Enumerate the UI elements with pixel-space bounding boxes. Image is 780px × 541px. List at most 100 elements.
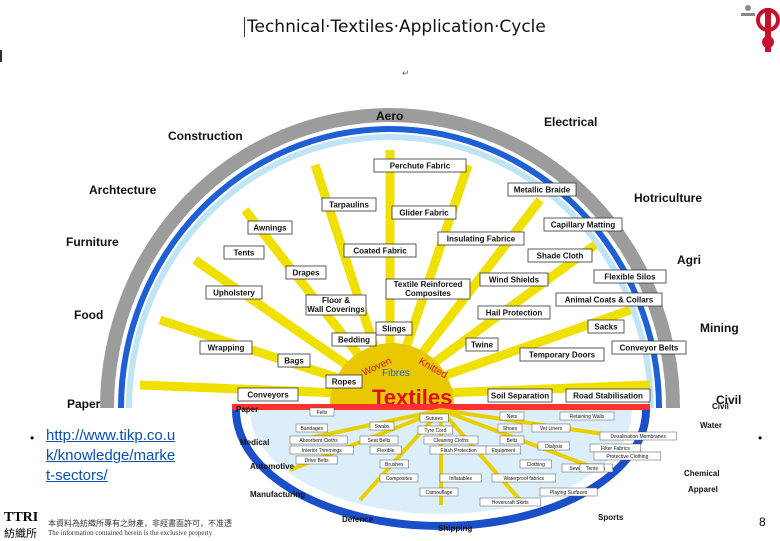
application-label: Conveyors xyxy=(247,391,289,400)
application-box xyxy=(247,220,293,235)
application-label: Flexible Silos xyxy=(604,273,656,282)
application-box xyxy=(479,272,549,287)
application-label: Bedding xyxy=(338,336,370,345)
lower-item-box xyxy=(379,459,409,469)
application-box xyxy=(237,387,299,402)
application-label: Bags xyxy=(284,357,304,366)
application-box xyxy=(205,285,263,300)
application-box xyxy=(343,243,417,258)
lower-sector-label: Defence xyxy=(342,515,374,524)
lower-sector-label: Medical xyxy=(240,438,269,447)
lower-item-label: Hovercraft Skirts xyxy=(492,500,529,506)
application-label: Tarpaulins xyxy=(329,201,369,210)
application-box xyxy=(305,294,367,316)
sector-label: Food xyxy=(74,308,103,322)
lower-item-box xyxy=(599,431,677,441)
application-box xyxy=(385,278,471,300)
lower-item-label: Brushes xyxy=(385,462,404,468)
lower-item-label: Filter Fabrics xyxy=(601,446,630,452)
lower-item-box xyxy=(379,473,419,483)
lower-item-box xyxy=(479,497,541,507)
application-label: Glider Fabric xyxy=(399,209,449,218)
application-label: Conveyor Belts xyxy=(620,344,679,353)
lower-sector-label: Paper xyxy=(236,405,258,414)
lower-item-box xyxy=(593,451,662,461)
lower-item-box xyxy=(369,445,402,455)
application-box xyxy=(507,182,577,197)
lower-item-box xyxy=(295,423,328,433)
application-label: Wind Shields xyxy=(489,276,540,285)
lower-item-label: Flexible xyxy=(377,448,394,454)
lower-item-box xyxy=(531,423,571,433)
application-label: Tents xyxy=(234,249,255,258)
lower-item-label: Swabs xyxy=(374,424,390,430)
application-box xyxy=(391,205,457,220)
lower-item-label: Flash Protection xyxy=(441,448,477,454)
application-box xyxy=(321,197,377,212)
application-label: Soil Separation xyxy=(491,392,549,401)
application-label: Road Stabilisation xyxy=(573,392,643,401)
lower-item-label: Tyre Cord xyxy=(424,428,446,434)
application-label: Awnings xyxy=(253,224,287,233)
application-box xyxy=(325,374,363,389)
lower-item-label: Interior Trimmings xyxy=(302,448,343,454)
lower-item-box xyxy=(369,421,395,431)
left-edge-mark xyxy=(0,50,2,62)
lower-sector-label: Chemical xyxy=(684,469,720,478)
application-label: Ropes xyxy=(332,378,357,387)
lower-item-box xyxy=(289,445,354,455)
application-box xyxy=(375,321,413,336)
bullet-point: • xyxy=(30,431,35,445)
lower-item-label: Nets xyxy=(507,414,518,420)
application-box xyxy=(565,388,651,403)
lower-item-box xyxy=(579,463,605,473)
lower-item-label: Camouflage xyxy=(426,490,453,496)
lower-item-label: Felts xyxy=(317,410,328,416)
lower-item-box xyxy=(559,411,615,421)
lower-item-label: Sutures xyxy=(426,416,444,422)
application-box xyxy=(477,305,551,320)
application-label: Temporary Doors xyxy=(529,351,596,360)
application-box xyxy=(437,231,525,246)
lower-item-box xyxy=(537,441,570,451)
sector-label: Civil xyxy=(716,393,741,407)
sector-label: Aero xyxy=(376,109,403,123)
application-box xyxy=(543,217,623,232)
lower-sector-label: Water xyxy=(700,421,722,430)
lower-item-box xyxy=(485,445,522,455)
lower-item-label: Cleaning Cloths xyxy=(433,438,469,444)
page-number: 8 xyxy=(759,515,766,529)
application-box xyxy=(487,388,553,403)
lower-item-label: Vet Liners xyxy=(540,426,563,432)
lower-item-label: Tents xyxy=(586,466,598,472)
lower-item-label: Belts xyxy=(506,438,518,444)
lower-sector-label: Automotive xyxy=(250,462,295,471)
application-box xyxy=(519,347,605,362)
lower-item-box xyxy=(499,435,525,445)
application-label: Shade Cloth xyxy=(537,252,584,261)
lower-item-box xyxy=(419,487,459,497)
sector-label: Mining xyxy=(700,321,739,335)
lower-item-box xyxy=(309,407,335,417)
application-label: Capillary Matting xyxy=(551,221,616,230)
application-box xyxy=(555,292,663,307)
sector-label: Paper xyxy=(67,397,101,411)
application-box xyxy=(465,337,499,352)
lower-item-box xyxy=(295,455,338,465)
lower-item-label: Waterproof fabrics xyxy=(503,476,544,482)
application-box xyxy=(373,158,467,173)
org-abbreviation: TTRI xyxy=(4,510,39,525)
lower-item-box xyxy=(499,411,525,421)
footer-chinese-notice: 本資料為紡織所專有之財產，非經書面許可，不准透 xyxy=(48,519,232,528)
lower-item-box xyxy=(519,459,552,469)
application-label: Perchute Fabric xyxy=(390,162,451,171)
sector-label: Agri xyxy=(677,253,701,267)
application-label: Twine xyxy=(471,341,494,350)
lower-item-label: Shoes xyxy=(503,426,518,432)
slide-title: Technical·Textiles·Application·Cycle xyxy=(244,17,546,37)
lower-item-label: Retaining Walls xyxy=(570,414,605,420)
lower-item-label: Clothing xyxy=(527,462,546,468)
lower-item-label: Protective Clothing xyxy=(606,454,648,460)
hub-fibres-label: Fibres xyxy=(382,368,410,379)
